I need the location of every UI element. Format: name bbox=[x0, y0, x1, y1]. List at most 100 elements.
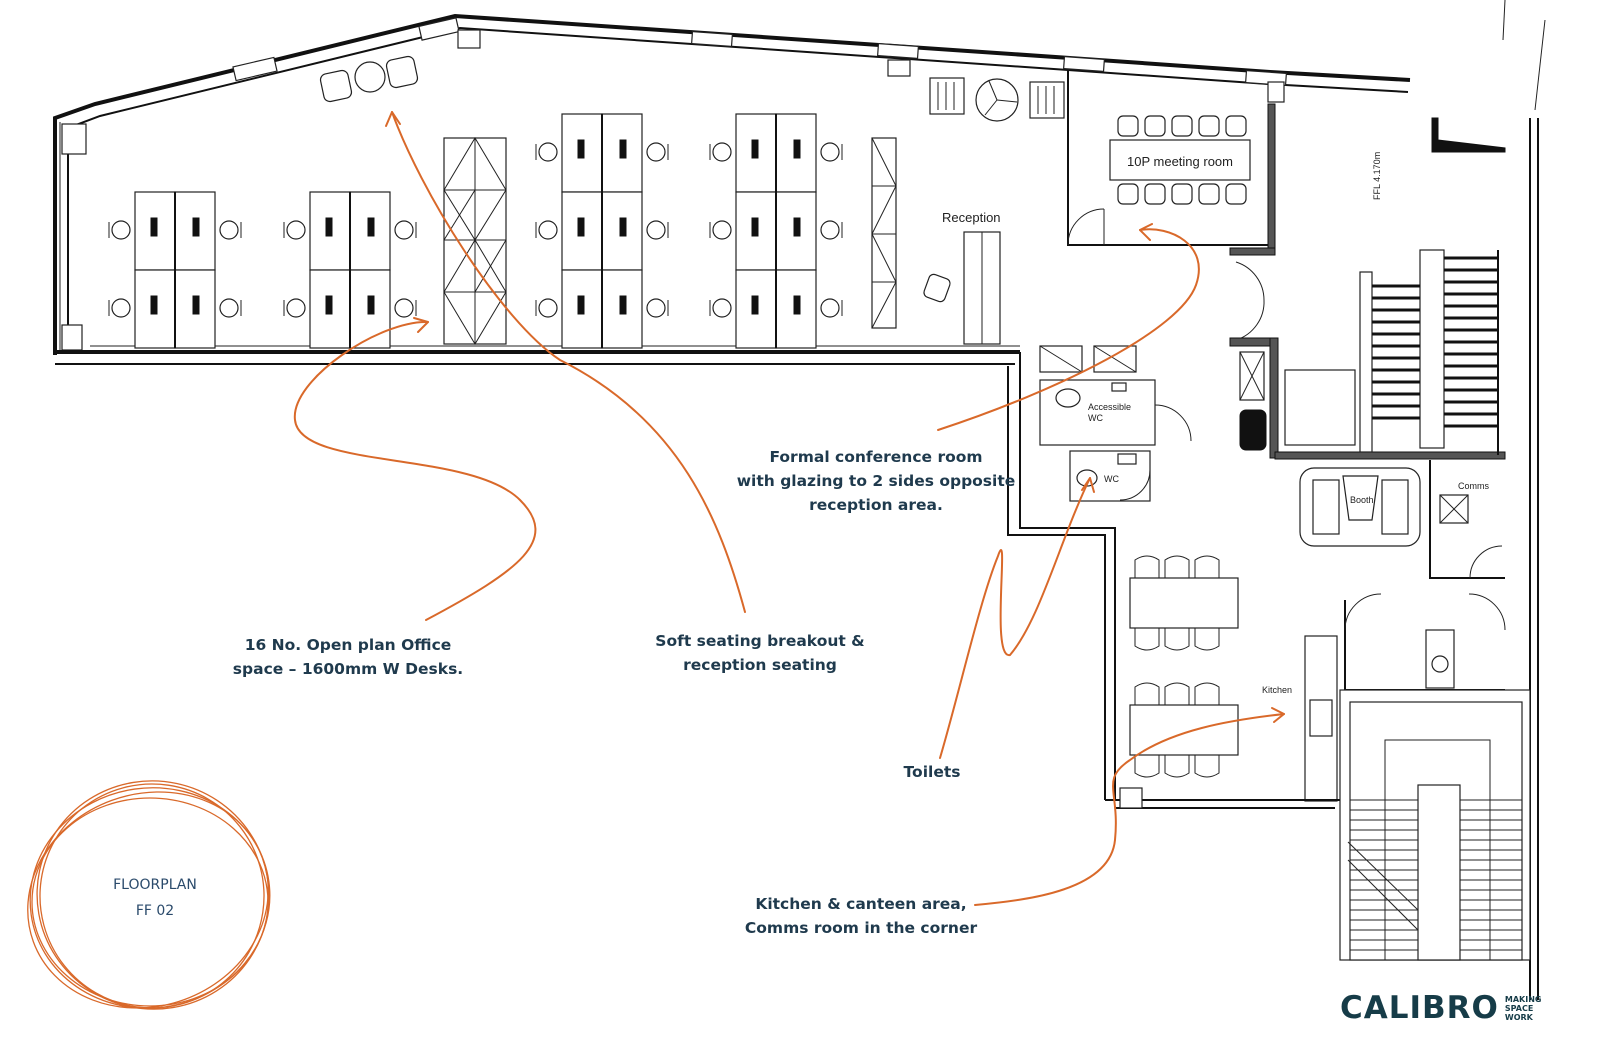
stair-core-lower bbox=[1339, 689, 1531, 961]
monitor bbox=[150, 295, 158, 315]
accessible-wc-label-2: WC bbox=[1088, 413, 1103, 423]
canteen-chair bbox=[1194, 682, 1220, 705]
office-chair bbox=[108, 220, 131, 240]
leader-kitchen bbox=[974, 713, 1285, 906]
reception-seating bbox=[929, 77, 1065, 122]
meeting-chair bbox=[1117, 183, 1139, 205]
office-chair bbox=[646, 142, 669, 162]
monitor bbox=[619, 139, 627, 159]
meeting-room-label: 10P meeting room bbox=[1127, 154, 1233, 169]
stair-core-upper bbox=[1229, 249, 1506, 460]
monitor bbox=[793, 139, 801, 159]
office-chair bbox=[283, 298, 306, 318]
meeting-chair bbox=[1198, 115, 1220, 137]
office-chair bbox=[535, 142, 558, 162]
exterior-wall bbox=[53, 13, 1411, 365]
arrowhead-toilets bbox=[1081, 477, 1095, 493]
office-chair bbox=[646, 298, 669, 318]
office-chair bbox=[535, 298, 558, 318]
storage-column-left bbox=[443, 137, 507, 345]
office-chair bbox=[394, 220, 417, 240]
office-chair bbox=[820, 142, 843, 162]
monitor bbox=[751, 217, 759, 237]
logo-wordmark: CALIBRO bbox=[1340, 990, 1499, 1026]
booth: Booth bbox=[1299, 467, 1421, 547]
canteen-chair bbox=[1134, 755, 1160, 778]
canteen-chair bbox=[1194, 755, 1220, 778]
meeting-chair bbox=[1144, 183, 1166, 205]
canteen-chair bbox=[1164, 555, 1190, 578]
monitor bbox=[150, 217, 158, 237]
reception-desk: Reception bbox=[923, 210, 1001, 345]
desk-cluster bbox=[108, 191, 242, 349]
floorplan-badge-code: FF 02 bbox=[135, 903, 175, 919]
annotation-conference-line-3: reception area. bbox=[809, 496, 943, 514]
desk-cluster bbox=[709, 113, 843, 349]
calibro-logo: CALIBRO MAKING SPACE WORK bbox=[1340, 990, 1541, 1026]
canteen-chair bbox=[1164, 682, 1190, 705]
monitor bbox=[367, 295, 375, 315]
storage-column-right bbox=[871, 137, 897, 329]
office-chair bbox=[709, 220, 732, 240]
annotation-kitchen: Kitchen & canteen area, Comms room in th… bbox=[720, 892, 1002, 940]
monitor bbox=[325, 217, 333, 237]
annotation-kitchen-line-1: Kitchen & canteen area, bbox=[755, 895, 967, 913]
desk-clusters bbox=[108, 113, 843, 349]
toilets-block: Accessible WC WC bbox=[1007, 345, 1192, 800]
annotation-open-plan: 16 No. Open plan Office space – 1600mm W… bbox=[200, 633, 496, 681]
monitor bbox=[577, 139, 585, 159]
canteen-chair bbox=[1164, 628, 1190, 651]
desk-cluster bbox=[283, 191, 417, 349]
annotation-conference-line-1: Formal conference room bbox=[769, 448, 983, 466]
monitor bbox=[793, 217, 801, 237]
comms-label: Comms bbox=[1458, 481, 1489, 491]
canteen-chair bbox=[1194, 628, 1220, 651]
office-chair bbox=[219, 220, 242, 240]
office-chair bbox=[108, 298, 131, 318]
monitor bbox=[325, 295, 333, 315]
leader-breakout bbox=[391, 111, 746, 613]
meeting-chair bbox=[1117, 115, 1139, 137]
arrowhead-conference bbox=[1139, 223, 1153, 241]
annotation-conference-line-2: with glazing to 2 sides opposite bbox=[736, 472, 1016, 490]
office-chair bbox=[394, 298, 417, 318]
ffl-label: FFL 4.170m bbox=[1372, 152, 1382, 200]
desk-cluster bbox=[535, 113, 669, 349]
canteen-chair bbox=[1134, 555, 1160, 578]
office-chair bbox=[283, 220, 306, 240]
logo-tagline: MAKING SPACE WORK bbox=[1505, 995, 1542, 1022]
monitor bbox=[192, 217, 200, 237]
accessible-wc-label-1: Accessible bbox=[1088, 402, 1131, 412]
soft-seating-breakout bbox=[319, 55, 419, 103]
floorplan-badge-circle bbox=[27, 780, 271, 1010]
annotation-toilets-line-1: Toilets bbox=[903, 763, 961, 781]
office-chair bbox=[820, 298, 843, 318]
annotation-toilets: Toilets bbox=[880, 760, 984, 784]
annotation-breakout-line-1: Soft seating breakout & bbox=[655, 632, 865, 650]
office-chair bbox=[709, 142, 732, 162]
office-chair bbox=[535, 220, 558, 240]
arrowhead-open-plan bbox=[413, 317, 429, 333]
arrowhead-kitchen bbox=[1271, 707, 1285, 723]
leader-toilets bbox=[939, 477, 1091, 759]
kitchen: Kitchen bbox=[1105, 593, 1506, 809]
floorplan-badge-title: FLOORPLAN bbox=[113, 877, 197, 893]
leader-open-plan bbox=[293, 320, 537, 621]
office-chair bbox=[219, 298, 242, 318]
meeting-chair bbox=[1171, 115, 1193, 137]
monitor bbox=[192, 295, 200, 315]
office-chair bbox=[709, 298, 732, 318]
monitor bbox=[751, 139, 759, 159]
office-chair bbox=[820, 220, 843, 240]
monitor bbox=[619, 217, 627, 237]
monitor bbox=[751, 295, 759, 315]
logo-tagline-3: WORK bbox=[1504, 1012, 1533, 1022]
canteen-area bbox=[1129, 555, 1239, 778]
monitor bbox=[367, 217, 375, 237]
monitor bbox=[577, 295, 585, 315]
canteen-chair bbox=[1194, 555, 1220, 578]
monitor bbox=[577, 217, 585, 237]
booth-label: Booth bbox=[1350, 495, 1374, 505]
annotation-open-plan-line-2: space – 1600mm W Desks. bbox=[232, 660, 464, 678]
